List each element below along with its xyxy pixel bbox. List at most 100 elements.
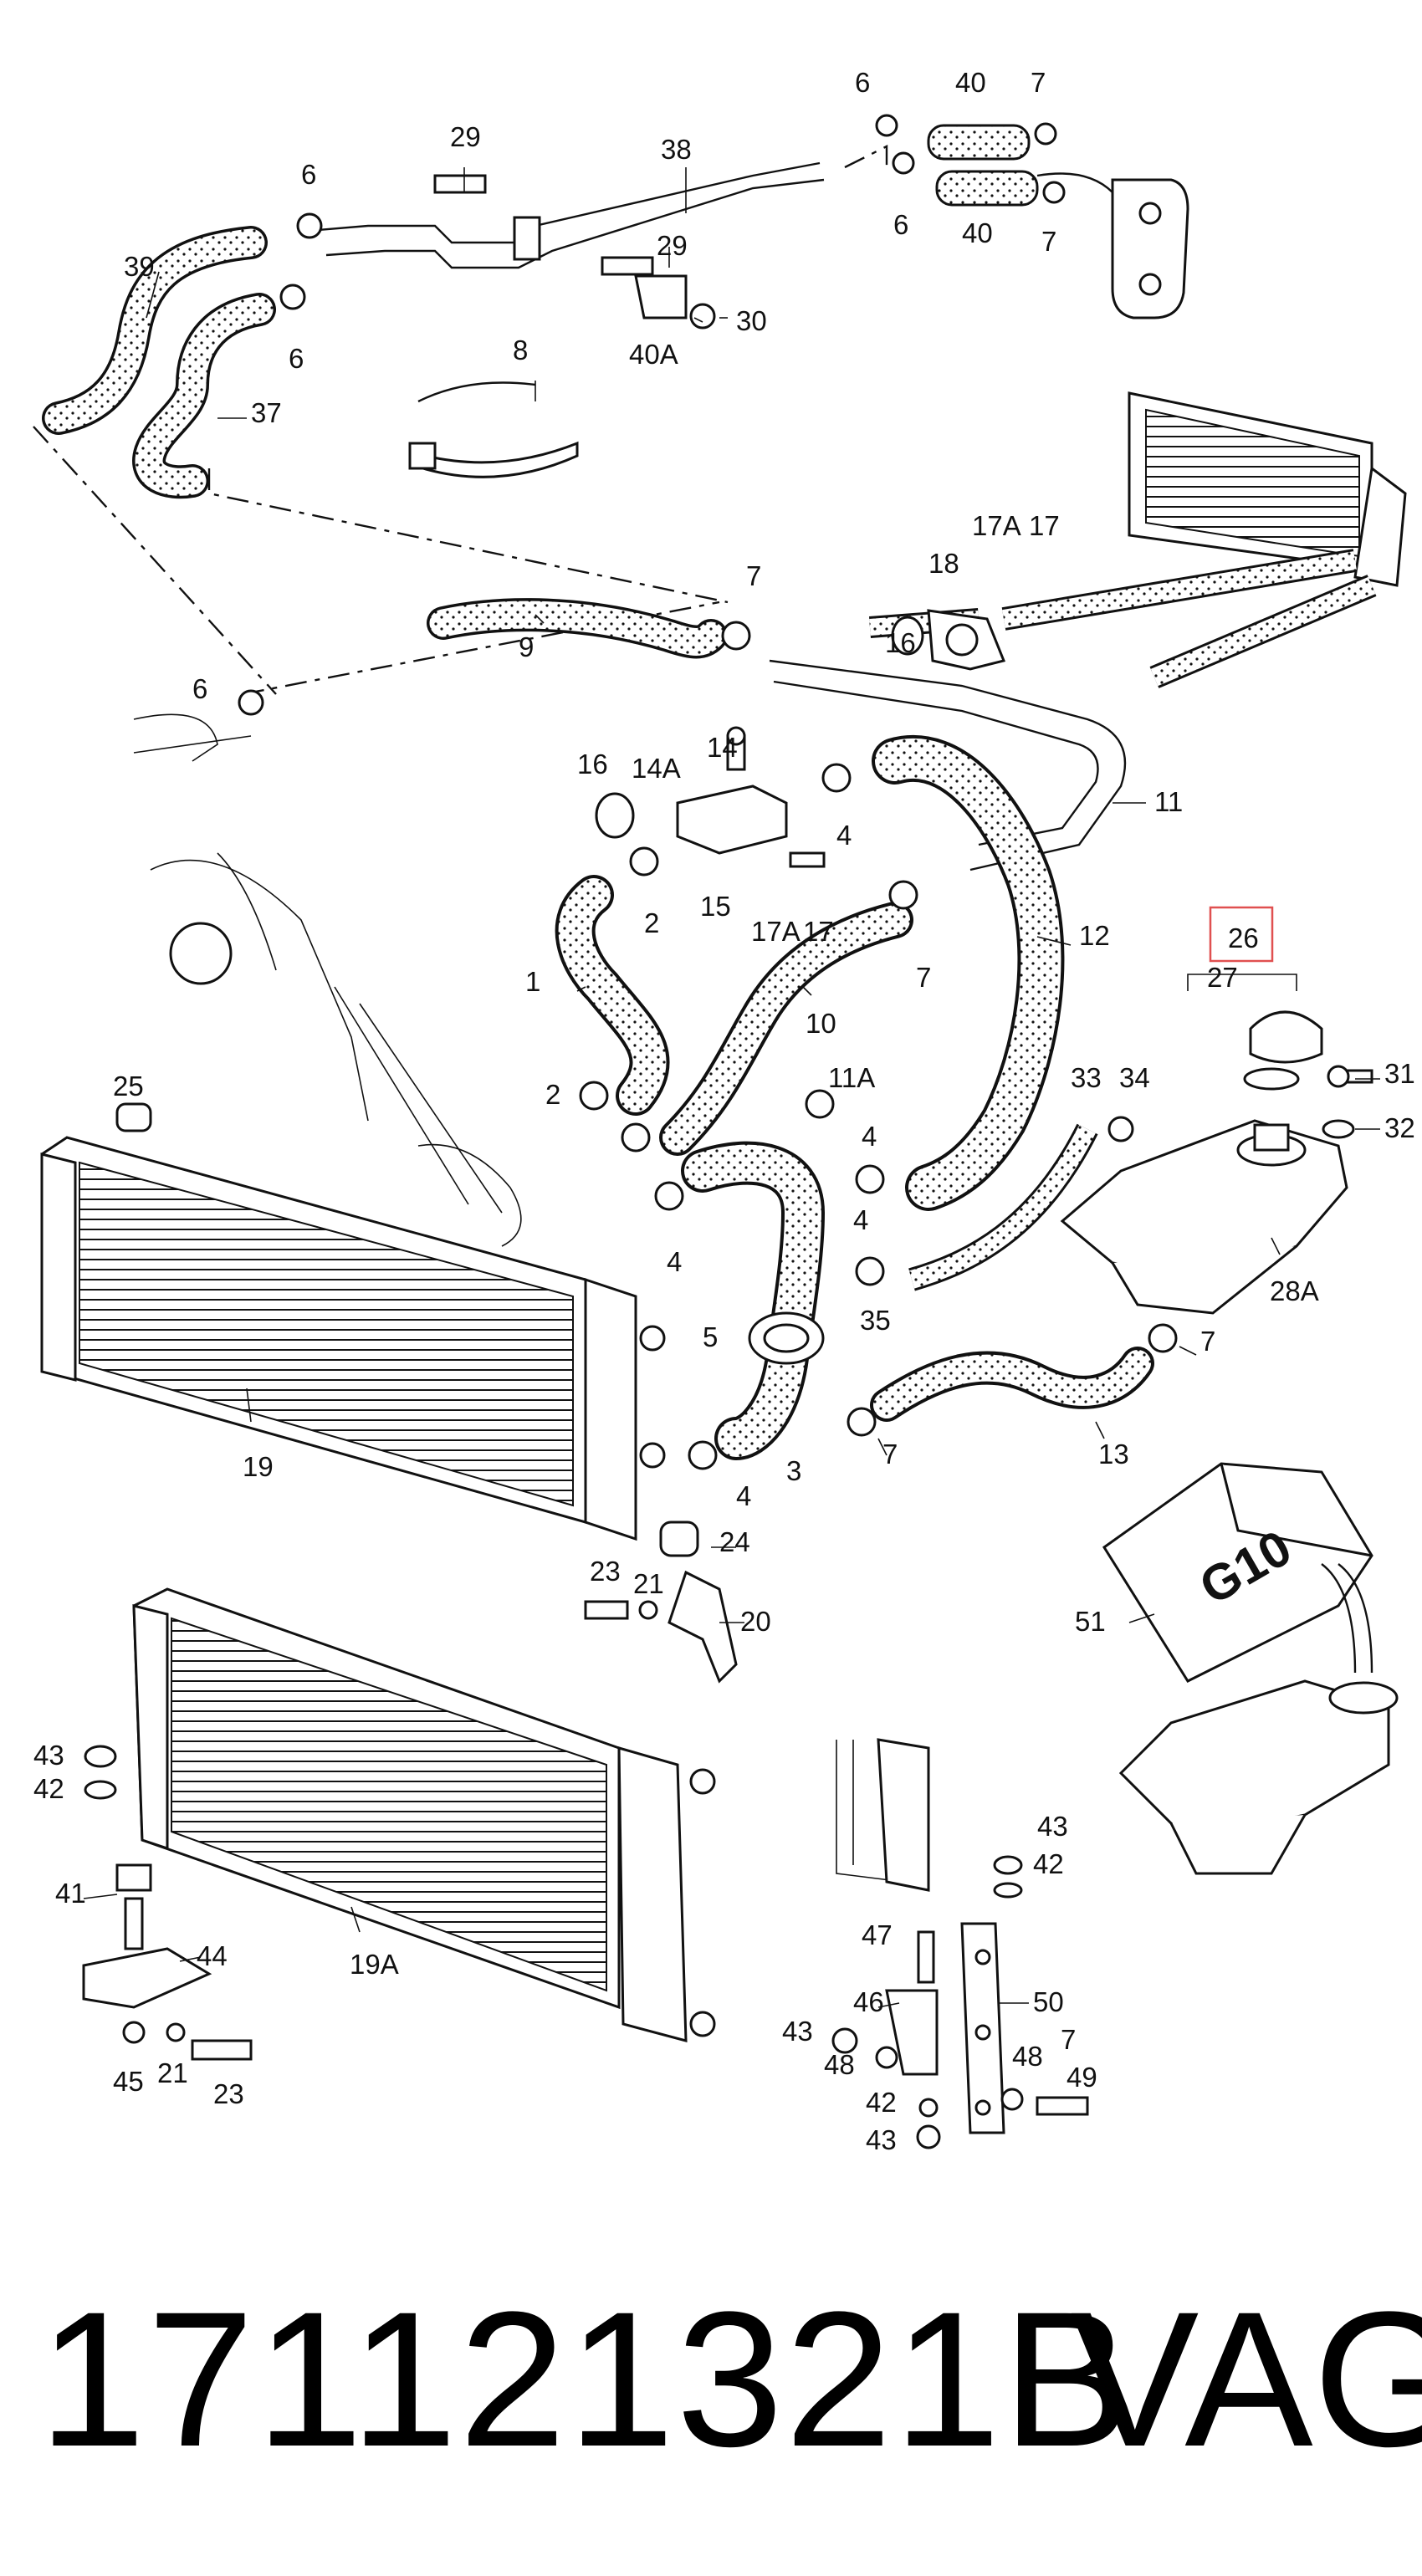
callout-label: 7 [1041,226,1056,257]
callout-label: 13 [1098,1439,1129,1469]
callout-label: 25 [113,1071,144,1101]
callout-label: 3 [786,1455,801,1486]
callout-label: 43 [1037,1811,1068,1842]
callout-label: 5 [703,1321,718,1352]
callout-label: 17 [803,916,834,947]
leader-lines [83,167,1380,2008]
callout-label: 7 [1200,1326,1215,1357]
callout-label: 23 [213,2078,244,2109]
callout-label: 6 [855,67,870,98]
callout-label: 2 [545,1079,560,1110]
mount-parts-right [831,1738,1089,2149]
callout-label: 7 [882,1439,898,1469]
mount-parts-left [82,1745,253,2061]
callout-label: 17A [751,916,801,947]
callout-label: 39 [124,251,155,282]
callout-label: 21 [633,1568,664,1599]
callout-label: 28A [1270,1275,1319,1306]
expansion-tank-28A [1060,1010,1373,1315]
brand-name: VAG [1071,2272,1422,2487]
seal-ring [1243,1067,1300,1091]
hose-40-bottom [935,170,1039,207]
callout-label: 16 [885,627,916,658]
callout-label: 11 [1154,786,1183,817]
callout-label: 8 [513,335,528,365]
callout-label: 6 [893,209,908,240]
bracket-40A [634,274,688,319]
callout-label: 46 [853,1986,884,2017]
callout-label: 4 [667,1246,682,1277]
callout-label: 48 [1012,2041,1043,2072]
callout-label: 32 [1384,1112,1415,1143]
callout-label: 29 [450,121,481,152]
callout-label: 2 [644,907,659,938]
callout-label: 6 [301,159,316,190]
hose-40-top [927,124,1031,161]
callout-label: 23 [590,1556,621,1587]
callout-label: 35 [860,1305,891,1336]
callout-label: 9 [519,631,534,662]
coolant-container-51: G10 [1102,1462,1399,1875]
callout-label: 49 [1066,2062,1097,2093]
callout-label: 11A [828,1062,875,1093]
callout-label: 6 [289,343,304,374]
callout-label: 40 [962,217,993,248]
callout-label: 37 [251,397,282,428]
parts-diagram: G10 [33,67,1415,2155]
coolant-hoses [555,734,1154,1460]
callout-label: 31 [1384,1058,1415,1089]
callout-label: 42 [1033,1848,1064,1879]
callout-label: 4 [736,1480,751,1511]
callout-label: 50 [1033,1986,1064,2017]
callout-label: 15 [700,891,731,922]
callout-label: 41 [55,1878,86,1909]
callout-label: 45 [113,2066,144,2097]
callout-label: 34 [1119,1062,1150,1093]
callout-label: 43 [33,1740,64,1771]
flange-18 [891,609,1006,671]
callout-label: 14A [632,753,681,784]
callout-label: 29 [657,230,688,261]
callout-label: 21 [157,2057,188,2088]
callout-label: 4 [836,820,852,851]
pipe-11 [769,659,1127,871]
callout-label: 43 [782,2016,813,2047]
callout-labels: 1 2 2 3 4 4 4 4 4 5 6 6 6 6 6 7 7 7 7 7 … [33,67,1415,2155]
hose-clamps [238,114,1178,1470]
callout-label: 19A [350,1949,399,1980]
callout-label: 40A [629,339,678,370]
callout-label: 30 [736,305,767,336]
grommet-25 [115,1102,152,1132]
radiator-19A [132,1587,716,2042]
cap-27 [1249,1010,1323,1064]
bracket-20 [584,1570,738,1684]
callout-label: 47 [862,1919,893,1950]
callout-label: 14 [707,732,738,763]
callout-label: 19 [243,1451,274,1482]
callout-label: 24 [719,1526,750,1557]
callout-label: 7 [1031,67,1046,98]
callout-label: 7 [746,560,761,591]
callout-label: 42 [866,2087,897,2118]
highlight-box-26 [1209,906,1274,963]
callout-label: 44 [197,1940,228,1971]
callout-label: 26 [1228,923,1259,953]
callout-label: 18 [928,548,959,579]
callout-label: 1 [525,966,540,997]
callout-label: 40 [955,67,986,98]
callout-label: 12 [1079,920,1110,951]
heater-flange [1111,178,1189,319]
part-number: 171121321B [38,2272,1133,2487]
heater-core [1128,391,1407,587]
callout-label: 17A [972,510,1021,541]
grommet-24 [659,1521,699,1557]
top-heater-pipes [42,124,1189,499]
clamp-8 [417,381,536,403]
callout-label: 7 [1061,2024,1076,2055]
callout-label: 20 [740,1606,771,1637]
engine-block-outline [133,713,522,1247]
callout-label: 6 [192,673,207,704]
callout-label: 38 [661,134,692,165]
callout-label: 27 [1207,962,1238,993]
callout-label: 10 [806,1008,836,1039]
